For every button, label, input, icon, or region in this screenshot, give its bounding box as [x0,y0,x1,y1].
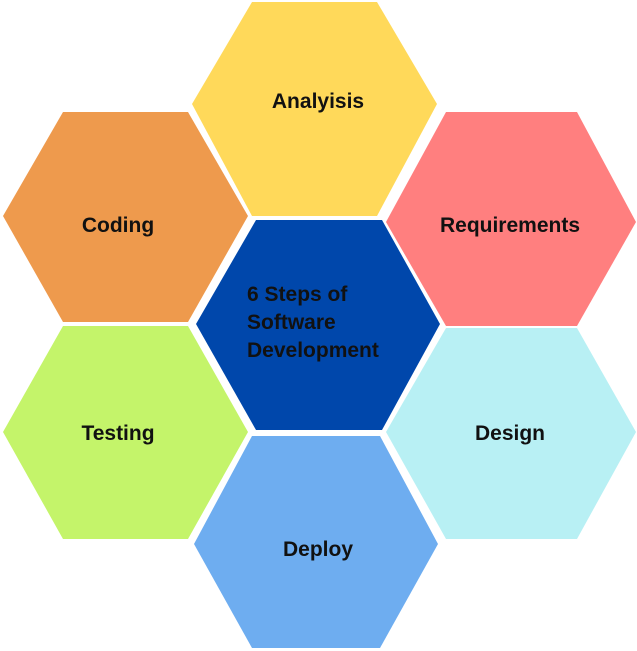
step-label-testing: Testing [81,422,154,445]
hex-requirements-shape [386,112,636,326]
center-title-line-3: Development [247,339,379,362]
step-hex-testing: Testing [3,326,248,539]
step-hex-deploy: Deploy [194,436,438,648]
center-title-line-2: Software [247,311,336,334]
step-hex-requirements: Requirements [386,112,636,326]
step-label-deploy: Deploy [283,538,353,561]
step-hex-coding: Coding [3,112,248,322]
center-hex-shape [196,220,440,430]
step-label-design: Design [475,422,545,445]
hex-deploy-shape [194,436,438,648]
step-label-requirements: Requirements [440,214,580,237]
step-hex-analysis: Analyisis [192,2,437,216]
hex-design-shape [386,328,636,539]
step-label-analysis: Analyisis [272,90,364,113]
step-label-coding: Coding [82,214,154,237]
hex-analysis-shape [192,2,437,216]
step-hex-design: Design [386,328,636,539]
center-hex: 6 Steps of Software Development [196,220,440,430]
hex-testing-shape [3,326,248,539]
center-title-line-1: 6 Steps of [247,283,348,306]
hex-coding-shape [3,112,248,322]
